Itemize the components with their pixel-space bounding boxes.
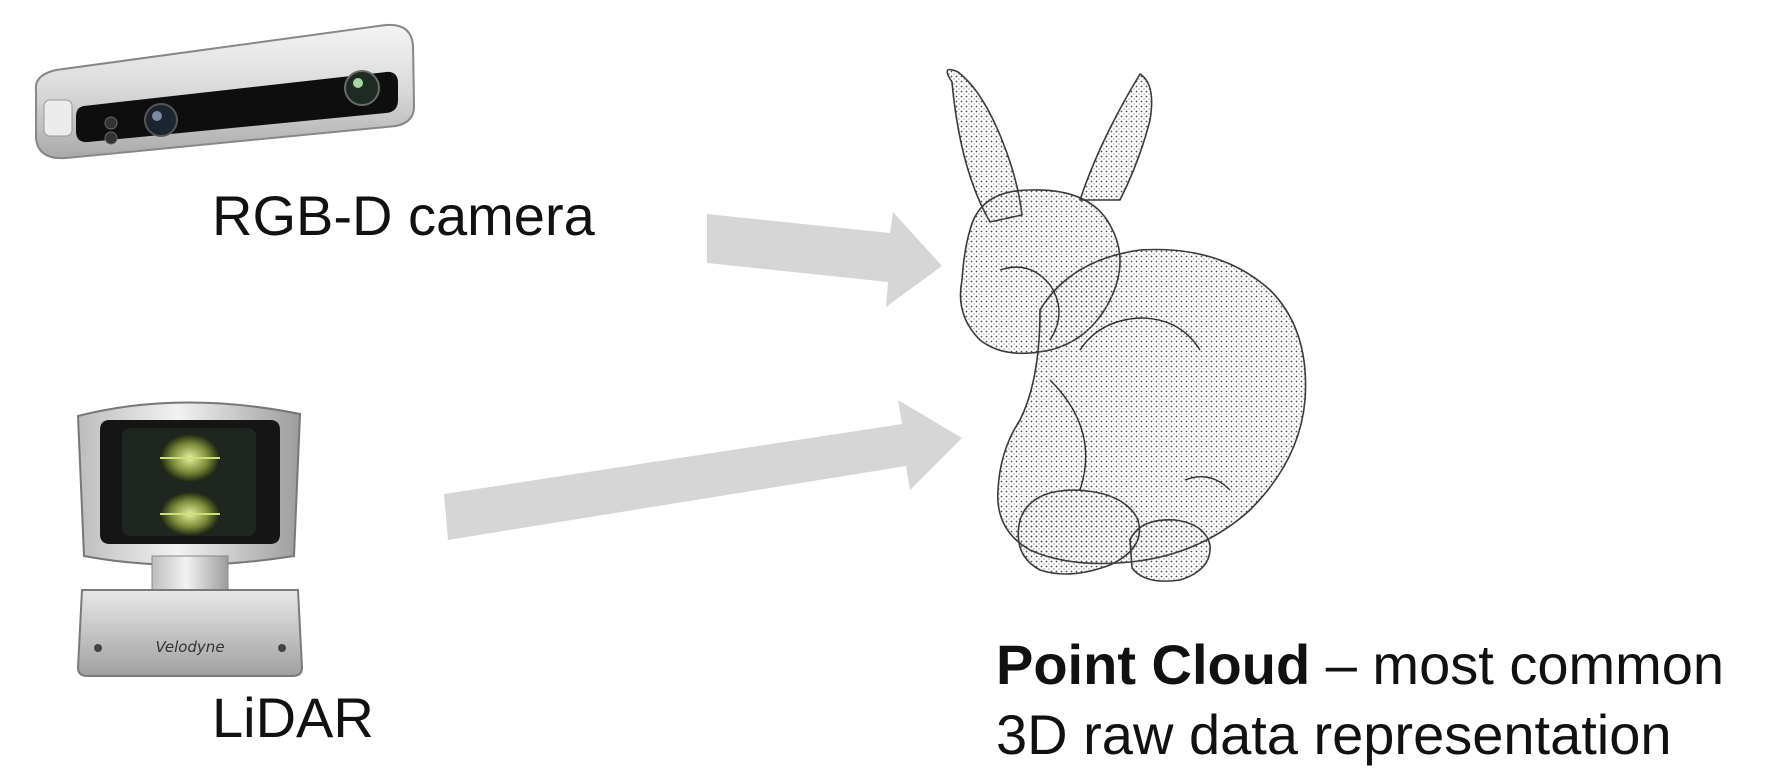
- lidar-sensor-icon: Velodyne: [76, 401, 304, 677]
- point-cloud-bunny: [946, 68, 1307, 582]
- rgbd-camera-label: RGB-D camera: [212, 184, 595, 247]
- caption-dash: –: [1310, 633, 1373, 696]
- lidar-brand-text: Velodyne: [155, 638, 224, 656]
- arrow-from-lidar: [444, 400, 962, 540]
- caption-line-1-rest: most common: [1372, 633, 1725, 696]
- point-cloud-caption: Point Cloud – most common 3D raw data re…: [996, 630, 1724, 770]
- arrow-from-rgbd: [707, 212, 942, 307]
- rgbd-camera-icon: [34, 23, 416, 160]
- point-cloud-title: Point Cloud: [996, 633, 1311, 696]
- lidar-label: LiDAR: [212, 686, 374, 749]
- caption-line-1: Point Cloud – most common: [996, 630, 1724, 700]
- caption-line-2: 3D raw data representation: [996, 703, 1672, 766]
